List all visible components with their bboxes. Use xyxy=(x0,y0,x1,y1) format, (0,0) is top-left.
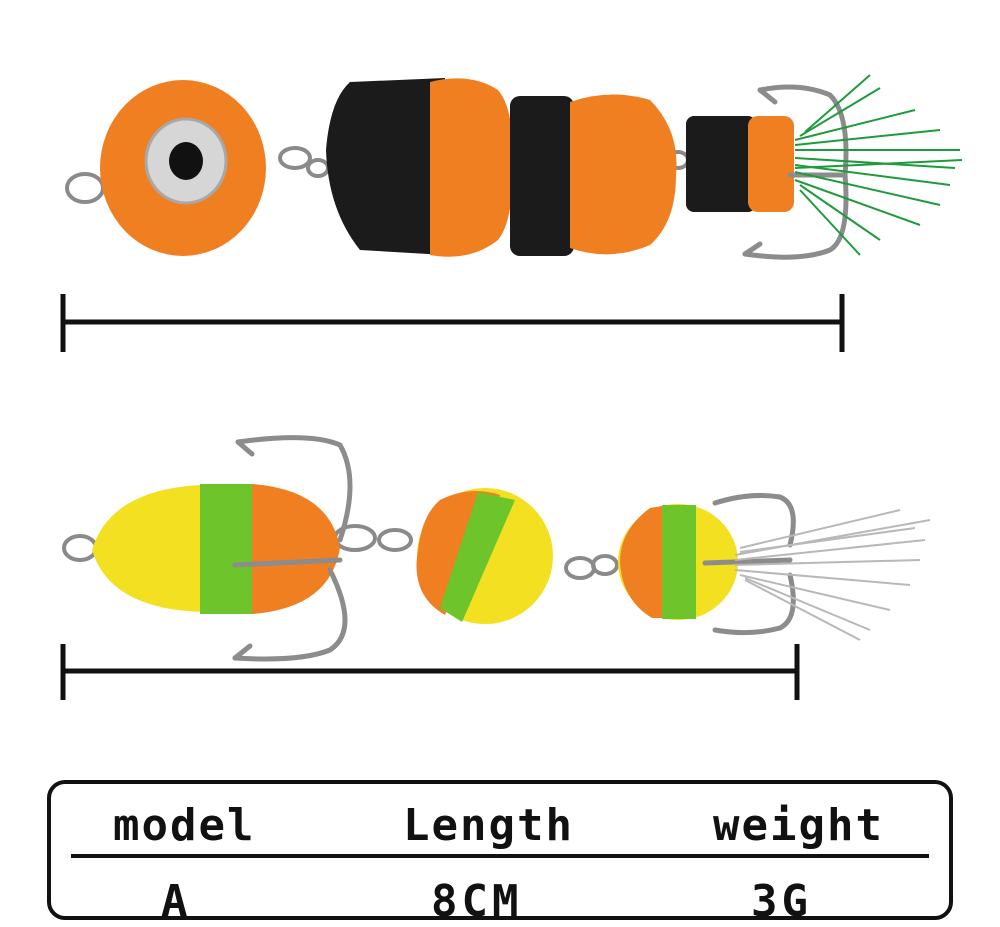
spec-table: model Length weight A 8CM 3G xyxy=(47,780,953,927)
treble-hook-icon xyxy=(742,84,849,260)
model-header: model xyxy=(113,800,256,851)
length-indicator xyxy=(60,644,800,700)
lure-segment xyxy=(326,78,445,255)
lure-2 xyxy=(62,435,931,662)
lure-illustration xyxy=(60,74,963,700)
lure-body xyxy=(92,485,205,612)
lure-segment xyxy=(570,94,677,255)
lure-segment xyxy=(686,116,756,212)
lure-segment xyxy=(748,116,794,212)
lure-1 xyxy=(65,74,963,260)
length-header: Length xyxy=(403,800,574,851)
weight-value: 3G xyxy=(751,876,812,927)
tinsel-tail xyxy=(734,509,931,641)
weight-header: weight xyxy=(713,800,884,851)
length-indicator xyxy=(60,294,845,352)
treble-hook-icon xyxy=(232,435,353,662)
lure-segment xyxy=(510,96,574,256)
split-ring xyxy=(62,534,98,562)
model-value: A xyxy=(161,876,192,927)
product-image xyxy=(60,74,963,700)
split-ring xyxy=(65,172,105,204)
table-divider xyxy=(71,854,929,858)
lure-segment xyxy=(430,78,513,257)
tinsel-tail xyxy=(794,74,963,256)
length-value: 8CM xyxy=(431,876,523,927)
